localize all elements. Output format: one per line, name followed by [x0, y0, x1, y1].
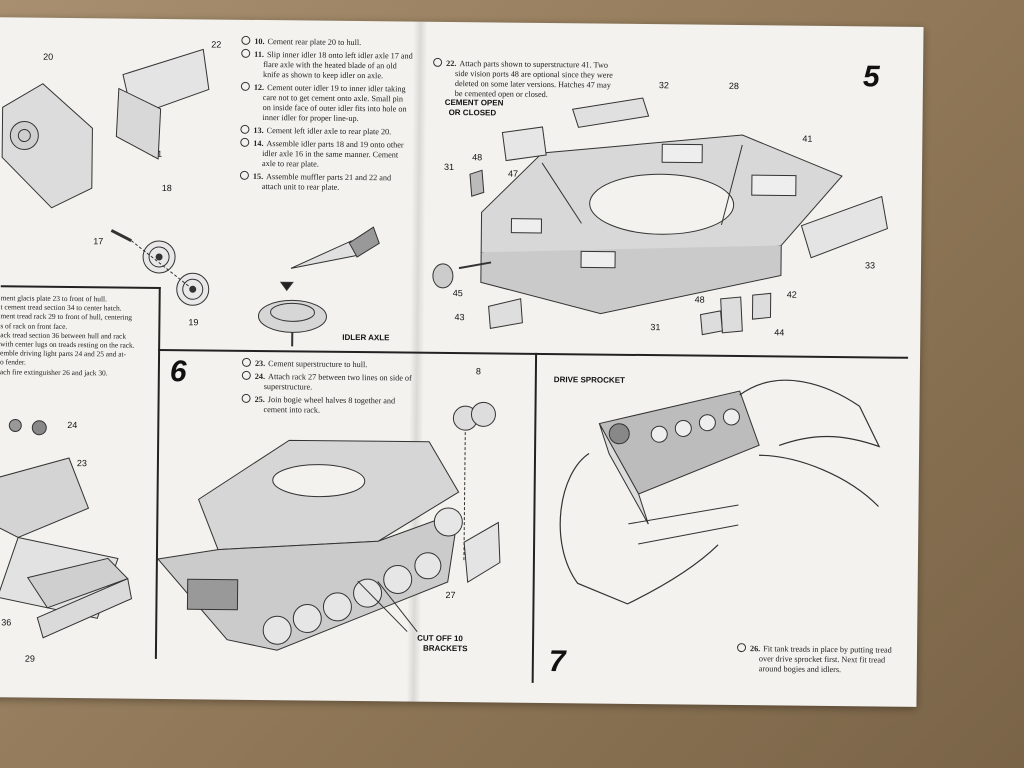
hands-fitting-treads-drawing: [559, 379, 881, 605]
rear-plate-drawing: [1, 48, 210, 209]
idler-axle-wheel-drawing: [257, 281, 327, 347]
hull-front-drawing: [0, 418, 133, 639]
instruction-leaflet: 5 6 7 10.Cement rear plate 20 to hull. 1…: [0, 17, 924, 707]
knife-blade-drawing: [290, 226, 380, 269]
superstructure-drawing: [432, 97, 888, 336]
idler-wheels-drawing: [110, 229, 210, 306]
assembly-illustrations: [0, 48, 888, 651]
assembled-tank-drawing: [156, 401, 501, 651]
